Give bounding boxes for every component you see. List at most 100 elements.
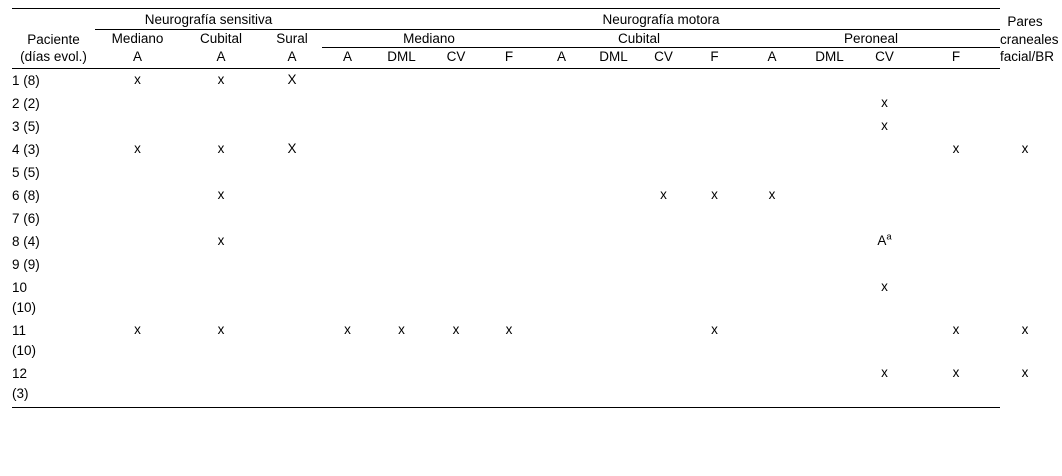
table-row: 5 (5) xyxy=(12,161,1050,184)
finding-cell xyxy=(742,276,802,319)
finding-cell xyxy=(802,230,857,253)
finding-cell: x xyxy=(881,278,888,294)
header-measure-10: F xyxy=(710,49,719,64)
finding-cell xyxy=(640,115,687,138)
header-measure-6: F xyxy=(504,49,514,64)
table-row: 3 (5)x xyxy=(12,115,1050,138)
finding-cell xyxy=(912,92,1000,115)
finding-cell xyxy=(587,276,640,319)
finding-cell xyxy=(373,230,430,253)
finding-cell xyxy=(802,319,857,362)
finding-cell xyxy=(95,92,180,115)
finding-cell: x xyxy=(344,321,351,337)
finding-cell xyxy=(430,230,482,253)
finding-cell xyxy=(262,207,322,230)
finding-cell xyxy=(536,276,587,319)
finding-cell xyxy=(482,184,536,207)
finding-cell xyxy=(322,230,373,253)
finding-cell xyxy=(802,92,857,115)
finding-cell: x xyxy=(768,186,776,202)
finding-cell xyxy=(322,68,373,92)
finding-cell xyxy=(587,184,640,207)
finding-cell xyxy=(322,161,373,184)
finding-cell xyxy=(180,276,262,319)
finding-cell xyxy=(262,319,322,362)
header-measure-0: A xyxy=(132,49,142,64)
finding-cell xyxy=(802,276,857,319)
finding-cell xyxy=(640,68,687,92)
finding-cell xyxy=(687,92,742,115)
finding-cell xyxy=(742,253,802,276)
header-row-measures: A A A A DML CV F A DML CV F A DML CV F xyxy=(12,48,1050,66)
finding-cell xyxy=(857,138,912,161)
finding-cell xyxy=(373,115,430,138)
header-nerve-mot-cubital: Cubital xyxy=(536,29,742,48)
finding-cell xyxy=(430,138,482,161)
finding-cell: x xyxy=(881,364,888,380)
finding-cell xyxy=(95,161,180,184)
header-nerve-sens-sural: Sural xyxy=(276,31,308,46)
finding-cell xyxy=(536,115,587,138)
pares-craneales-cell xyxy=(1000,207,1050,230)
finding-cell: X xyxy=(287,140,297,156)
header-nerve-sens-cubital: Cubital xyxy=(199,31,243,46)
table-bottom-rule xyxy=(12,404,1050,408)
header-group-motora: Neurografía motora xyxy=(322,11,1000,30)
finding-cell xyxy=(322,92,373,115)
finding-cell xyxy=(482,115,536,138)
finding-cell xyxy=(373,92,430,115)
header-measure-12: DML xyxy=(815,49,844,64)
patient-id-cell: 11 (10) xyxy=(12,322,37,359)
finding-cell xyxy=(687,115,742,138)
finding-cell xyxy=(857,207,912,230)
finding-cell xyxy=(536,138,587,161)
finding-cell xyxy=(802,184,857,207)
finding-cell xyxy=(640,207,687,230)
finding-cell xyxy=(640,161,687,184)
finding-cell xyxy=(262,161,322,184)
finding-cell xyxy=(742,92,802,115)
finding-cell xyxy=(180,161,262,184)
neurography-findings-table: Paciente (días evol.) Neurografía sensit… xyxy=(12,8,1059,408)
finding-cell: x xyxy=(505,321,513,337)
finding-cell xyxy=(857,161,912,184)
finding-cell xyxy=(262,184,322,207)
finding-cell xyxy=(742,230,802,253)
pares-craneales-cell: x xyxy=(1021,321,1029,337)
finding-cell xyxy=(373,253,430,276)
finding-cell xyxy=(180,362,262,405)
pares-craneales-cell xyxy=(1000,115,1050,138)
finding-cell xyxy=(742,161,802,184)
finding-cell xyxy=(322,207,373,230)
finding-cell xyxy=(262,230,322,253)
finding-cell xyxy=(587,92,640,115)
pares-craneales-cell xyxy=(1000,184,1050,207)
finding-cell xyxy=(912,184,1000,207)
header-measure-5: CV xyxy=(446,49,466,64)
finding-cell xyxy=(742,362,802,405)
finding-cell xyxy=(802,161,857,184)
finding-cell xyxy=(587,68,640,92)
finding-cell xyxy=(430,184,482,207)
finding-cell xyxy=(262,92,322,115)
finding-cell xyxy=(587,207,640,230)
finding-cell xyxy=(180,207,262,230)
finding-cell xyxy=(587,115,640,138)
patient-id-cell: 3 (5) xyxy=(12,118,40,134)
patient-id-cell: 9 (9) xyxy=(12,256,40,272)
finding-cell xyxy=(95,184,180,207)
finding-cell: x xyxy=(217,232,225,248)
finding-cell xyxy=(373,184,430,207)
finding-cell xyxy=(430,161,482,184)
finding-cell xyxy=(373,161,430,184)
finding-cell xyxy=(482,276,536,319)
header-measure-1: A xyxy=(216,49,226,64)
header-row-nerves: Mediano Cubital Sural Mediano Cubital Pe… xyxy=(12,29,1050,48)
finding-cell xyxy=(430,92,482,115)
finding-cell xyxy=(262,115,322,138)
header-nerve-mot-peroneal: Peroneal xyxy=(742,29,1000,48)
